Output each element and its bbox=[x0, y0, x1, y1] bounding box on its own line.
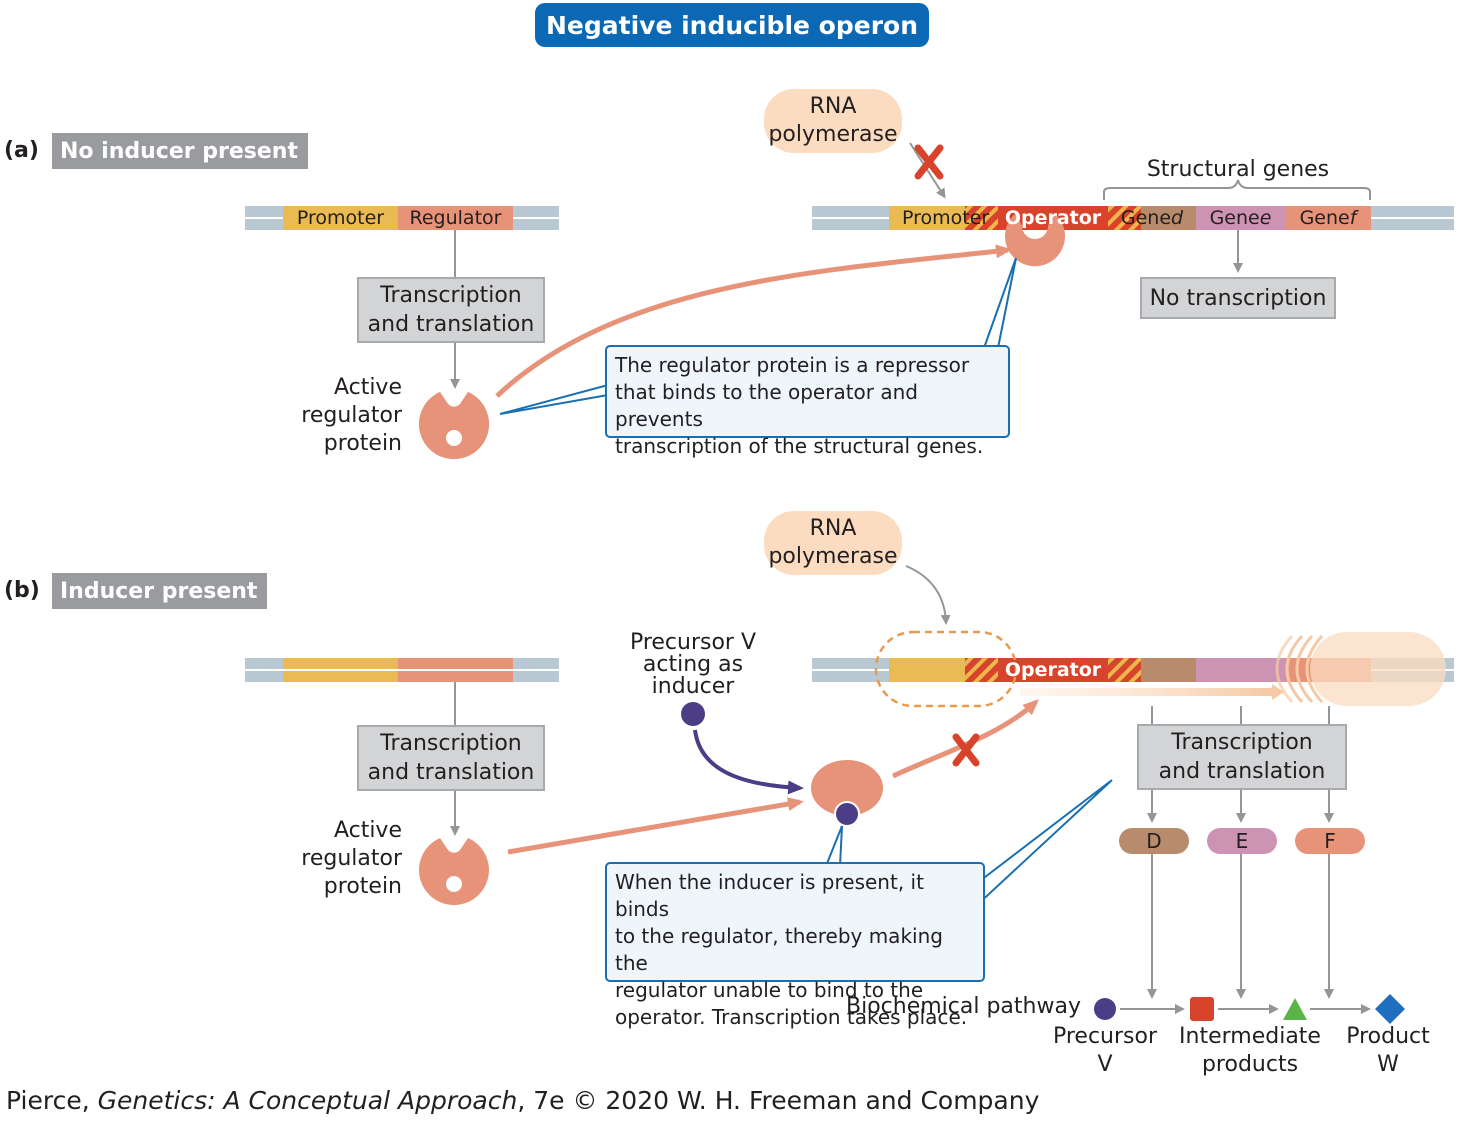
inducer-label-3: inducer bbox=[651, 674, 735, 699]
panel-a-label-text: No inducer present bbox=[60, 138, 298, 164]
regulator-protein-b bbox=[418, 838, 489, 906]
no-transcription-text: No transcription bbox=[1149, 285, 1327, 311]
regulator-dna-a bbox=[245, 206, 559, 230]
callout-a-line-1: The regulator protein is a repressor bbox=[615, 353, 970, 377]
protein-label-b-1: Active bbox=[333, 818, 402, 843]
title-badge: Negative inducible operon bbox=[535, 3, 929, 47]
regulator-gene-label: Regulator bbox=[409, 207, 502, 229]
panel-a-letter: (a) bbox=[4, 138, 39, 163]
operator-label-a: Operator bbox=[1004, 207, 1102, 229]
blocked-x-a bbox=[914, 144, 944, 180]
regulator-protein-a bbox=[418, 392, 489, 460]
transcription-b-left-1: Transcription bbox=[380, 731, 522, 756]
intermediate-triangle bbox=[1283, 998, 1307, 1020]
gene-e-text: Gene bbox=[1209, 207, 1260, 229]
protein-label-a-2: regulator bbox=[301, 403, 402, 428]
product-w-symbol bbox=[1375, 994, 1405, 1024]
protein-label-a-1: Active bbox=[333, 375, 402, 400]
blocked-x-b bbox=[952, 733, 980, 767]
polymerase-start-outline bbox=[874, 630, 1018, 708]
transcription-box-a: Transcription and translation bbox=[357, 277, 545, 343]
regulator-promoter-label: Promoter bbox=[296, 207, 385, 229]
transcription-box-b-left: Transcription and translation bbox=[357, 725, 545, 791]
bound-inducer bbox=[834, 801, 860, 827]
bound-repressor bbox=[1004, 213, 1065, 267]
protein-label-b-3: protein bbox=[323, 874, 402, 899]
gene-f-letter: f bbox=[1349, 207, 1357, 229]
callout-b-line-4: operator. Transcription takes place. bbox=[615, 1005, 968, 1029]
intermediate-caption-1: Intermediate bbox=[1179, 1024, 1321, 1049]
operator-label-b: Operator bbox=[1004, 659, 1102, 681]
callout-a: The regulator protein is a repressor tha… bbox=[605, 345, 1010, 458]
callout-a-line-3: transcription of the structural genes. bbox=[615, 434, 984, 458]
rna-polymerase-a-1: RNA bbox=[809, 94, 857, 119]
product-caption: Product W bbox=[1338, 1023, 1438, 1079]
intermediate-caption: Intermediate products bbox=[1170, 1023, 1330, 1079]
title: Negative inducible operon bbox=[545, 10, 919, 40]
callout-b-line-3: regulator unable to bind to the bbox=[615, 978, 924, 1002]
rna-polymerase-b-1: RNA bbox=[809, 516, 857, 541]
transcription-box-b-right: Transcription and translation bbox=[1137, 724, 1347, 790]
repressor-binding-arrow bbox=[495, 244, 1012, 398]
credit-post: , 7e © 2020 W. H. Freeman and Company bbox=[517, 1086, 1040, 1115]
inducer-molecule bbox=[681, 702, 705, 726]
protein-label-a-3: protein bbox=[323, 431, 402, 456]
pathway-label: Biochemical pathway bbox=[846, 994, 1081, 1019]
inducer-label: Precursor V acting as inducer bbox=[600, 632, 786, 698]
transcription-line-1: Transcription bbox=[380, 283, 522, 308]
gene-d-label: Gene d bbox=[1108, 206, 1196, 230]
gene-d-letter: d bbox=[1171, 207, 1184, 229]
precursor-caption-1: Precursor bbox=[1052, 1024, 1158, 1049]
rna-polymerase-b: RNA polymerase bbox=[764, 511, 902, 575]
gene-d-text: Gene bbox=[1120, 207, 1172, 229]
callout-b-line-2: to the regulator, thereby making the bbox=[615, 924, 943, 975]
inducer-label-2: acting as bbox=[642, 652, 744, 677]
protein-label-a: Active regulator protein bbox=[270, 374, 402, 458]
credit-line: Pierce, Genetics: A Conceptual Approach,… bbox=[6, 1086, 1039, 1115]
rna-polymerase-a: RNA polymerase bbox=[764, 89, 902, 153]
transcription-b-left-2: and translation bbox=[367, 760, 535, 785]
gene-f-text: Gene bbox=[1299, 207, 1350, 229]
credit-book-title: Genetics: A Conceptual Approach bbox=[97, 1086, 518, 1115]
enzyme-e: E bbox=[1207, 828, 1277, 854]
regulator-dna-b bbox=[245, 658, 559, 682]
gene-e-label: Gene e bbox=[1196, 206, 1285, 230]
gene-e-letter: e bbox=[1259, 207, 1272, 229]
precursor-v-symbol bbox=[1094, 998, 1116, 1020]
enzyme-d: D bbox=[1119, 828, 1189, 854]
structural-genes-label: Structural genes bbox=[1146, 157, 1330, 182]
structural-genes-brace bbox=[1103, 179, 1371, 200]
precursor-caption: Precursor V bbox=[1045, 1023, 1165, 1079]
panel-b-label: Inducer present bbox=[52, 573, 267, 609]
transcription-b-right-2: and translation bbox=[1158, 759, 1326, 784]
precursor-caption-2: V bbox=[1097, 1052, 1113, 1077]
transcription-line-2: and translation bbox=[367, 312, 535, 337]
callout-b-line-1: When the inducer is present, it binds bbox=[615, 870, 924, 921]
callout-a-line-2: that binds to the operator and prevents bbox=[615, 380, 918, 431]
inducer-label-1: Precursor V bbox=[629, 630, 757, 655]
panel-a-label: No inducer present bbox=[52, 133, 308, 169]
rna-polymerase-a-2: polymerase bbox=[768, 122, 898, 147]
protein-label-b-2: regulator bbox=[301, 846, 402, 871]
inactive-regulator bbox=[811, 760, 883, 816]
transcription-b-right-1: Transcription bbox=[1171, 730, 1313, 755]
panel-b-letter: (b) bbox=[4, 578, 40, 603]
enzyme-f: F bbox=[1295, 828, 1365, 854]
product-caption-1: Product bbox=[1346, 1024, 1430, 1049]
product-caption-2: W bbox=[1377, 1052, 1399, 1077]
protein-label-b: Active regulator protein bbox=[270, 817, 402, 901]
operon-promoter-label: Promoter bbox=[902, 207, 990, 229]
credit-pre: Pierce, bbox=[6, 1086, 98, 1115]
no-transcription-box: No transcription bbox=[1140, 277, 1336, 319]
callout-b: When the inducer is present, it binds to… bbox=[605, 862, 985, 1029]
panel-b-label-text: Inducer present bbox=[60, 578, 258, 604]
intermediate-caption-2: products bbox=[1201, 1052, 1299, 1077]
gene-f-label: Gene f bbox=[1285, 206, 1371, 230]
moving-polymerase bbox=[1275, 632, 1446, 706]
intermediate-square bbox=[1190, 997, 1214, 1021]
rna-polymerase-b-2: polymerase bbox=[768, 544, 898, 569]
